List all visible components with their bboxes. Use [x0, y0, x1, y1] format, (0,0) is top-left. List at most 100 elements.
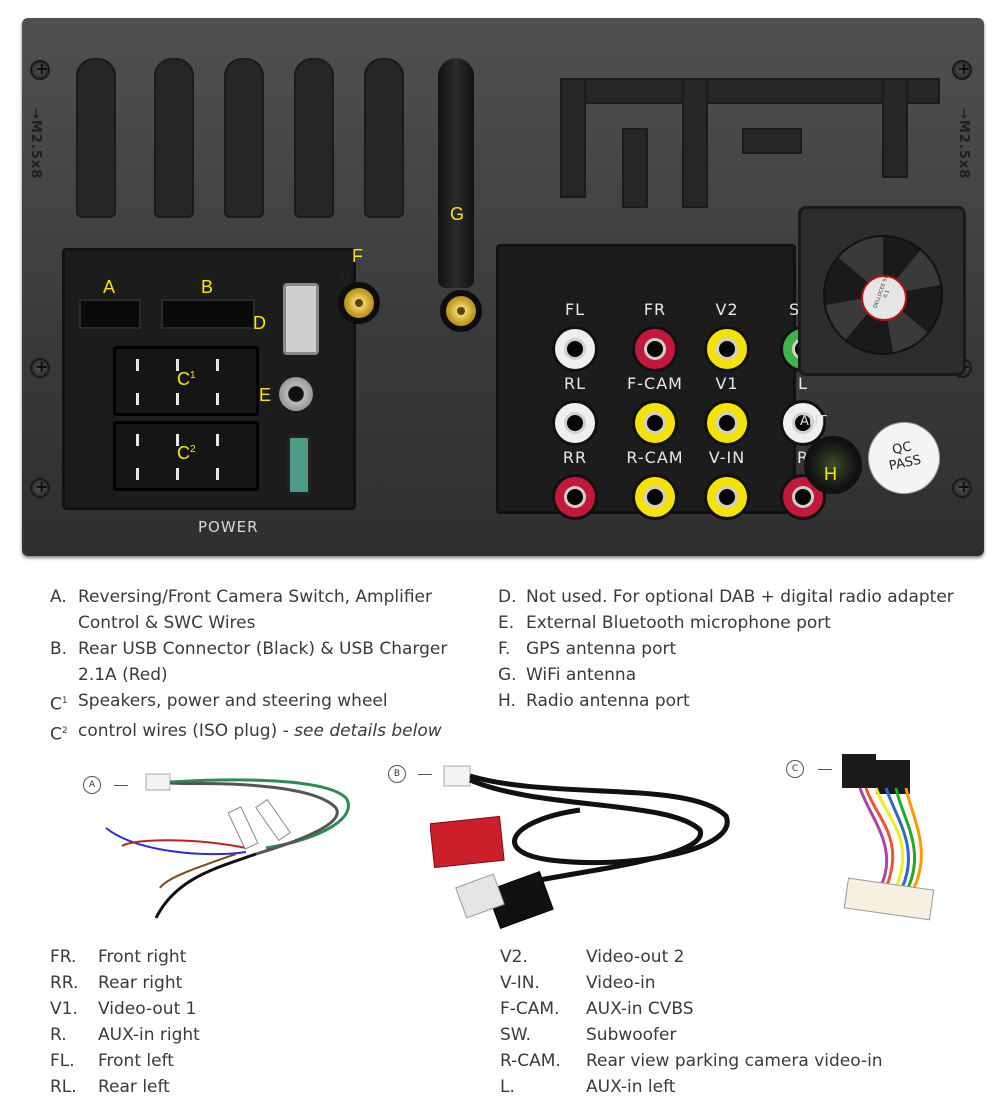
legend-row: G.WiFi antenna	[498, 662, 968, 688]
heatsink-fin	[364, 58, 404, 218]
abbreviation-meaning: Video-out 2	[586, 947, 685, 967]
legend-italic: see details below	[294, 720, 442, 741]
abbreviation-row: V-IN.Video-in	[500, 970, 980, 996]
legend-key: D.	[498, 584, 526, 610]
legend-row: D.Not used. For optional DAB + digital r…	[498, 584, 968, 610]
header-B	[161, 299, 255, 329]
heatsink-fin	[224, 58, 264, 218]
abbreviation-meaning: Front right	[98, 947, 187, 967]
abbreviation-meaning: Video-in	[586, 973, 656, 993]
screw-icon	[952, 59, 972, 80]
screw-size-text-left: →M2.5x8	[28, 108, 43, 180]
legend-row: F.GPS antenna port	[498, 636, 968, 662]
legend-right: D.Not used. For optional DAB + digital r…	[498, 584, 968, 714]
legend-key	[50, 662, 78, 688]
abbreviation-row: V2. Video-out 2	[500, 944, 980, 970]
abbreviation-code: FL.	[50, 1051, 75, 1071]
head-unit-rear-panel: →M2.5x8 →M2.5x8 G A B C1 C2 D E POWER	[22, 18, 984, 556]
abbreviation-code: R-CAM.	[500, 1051, 561, 1071]
rca-label: V1	[715, 374, 739, 393]
rca-label: F-CAM	[627, 374, 683, 393]
heatsink-maze	[742, 128, 802, 154]
legend-key-text: C	[50, 694, 62, 715]
heatsink-maze	[882, 78, 908, 178]
legend-key-text: G.	[498, 665, 517, 685]
legend-key-text: H.	[498, 691, 516, 711]
legend-row: B.Rear USB Connector (Black) & USB Charg…	[50, 636, 480, 662]
abbreviation-code: V1.	[50, 999, 78, 1019]
legend-text: Rear USB Connector (Black) & USB Charger	[78, 639, 448, 659]
label-C2: C2	[177, 443, 196, 463]
abbreviation-row: RL. Rear left	[50, 1074, 430, 1100]
fan-hub	[861, 275, 907, 321]
ant-label: ANT	[800, 414, 827, 429]
fuse	[287, 435, 311, 495]
rca-panel	[496, 244, 796, 514]
abbreviation-code: V2.	[500, 947, 528, 967]
label-E: E	[259, 385, 272, 405]
rca-label: V2	[715, 300, 739, 319]
label-G-small: G	[340, 268, 351, 284]
rca-label: RR	[562, 448, 588, 467]
legend-key-text: C	[50, 724, 62, 745]
rca-jack-v1	[704, 400, 750, 446]
rca-label: V-IN	[708, 448, 746, 467]
rca-jack-fr	[632, 326, 678, 372]
wifi-antenna	[438, 58, 474, 288]
rca-label: R	[796, 448, 810, 467]
abbreviation-row: L.AUX-in left	[500, 1074, 980, 1100]
rca-label: R-CAM	[626, 448, 684, 467]
abbreviation-row: F-CAM. AUX-in CVBS	[500, 996, 980, 1022]
abbreviation-row: FL. Front left	[50, 1048, 430, 1074]
rca-jack-r-cam	[632, 474, 678, 520]
legend-text: Radio antenna port	[526, 691, 690, 711]
rca-jack-v-in	[704, 474, 750, 520]
legend-key-text: F.	[498, 639, 511, 659]
label-F: F	[352, 246, 363, 266]
tag-dash	[114, 785, 128, 786]
legend-key: F.	[498, 636, 526, 662]
legend-row: E.External Bluetooth microphone port	[498, 610, 968, 636]
abbreviation-meaning: AUX-in right	[98, 1025, 200, 1045]
iso-harness-C-image	[842, 754, 935, 921]
abbreviation-code: R.	[50, 1025, 67, 1045]
cable-tag-circle: C	[786, 760, 804, 778]
label-D: D	[253, 313, 266, 333]
heatsink-fin	[154, 58, 194, 218]
screw-icon	[952, 477, 972, 498]
mic-jack	[279, 377, 313, 411]
abbreviation-meaning: Subwoofer	[586, 1025, 677, 1045]
radio-antenna-port	[804, 436, 862, 494]
abbreviation-meaning: AUX-in CVBS	[586, 999, 694, 1019]
wifi-antenna-port	[440, 290, 482, 332]
abbreviation-code: RL.	[50, 1077, 77, 1097]
legend-key-sup: 1	[61, 696, 68, 706]
abbreviation-row: RR.Rear right	[50, 970, 430, 996]
legend-row: 2.1A (Red)	[50, 662, 480, 688]
label-C1: C1	[177, 369, 196, 389]
legend-key: C1	[50, 688, 78, 718]
legend-key-text: A.	[50, 587, 67, 607]
rca-label: FR	[643, 300, 667, 319]
abbreviation-meaning: Rear right	[98, 973, 183, 993]
screw-icon	[30, 357, 50, 378]
abbreviation-code: F-CAM.	[500, 999, 560, 1019]
heatsink-fin	[76, 58, 116, 218]
abbreviation-row: R. AUX-in right	[50, 1022, 430, 1048]
usb-port	[283, 283, 319, 355]
legend-text: Speakers, power and steering wheel	[78, 691, 388, 711]
abbreviation-meaning: Rear view parking camera video-in	[586, 1051, 883, 1071]
header-A	[79, 299, 141, 329]
abbreviation-code: FR.	[50, 947, 77, 967]
abbreviation-row: SW.Subwoofer	[500, 1022, 980, 1048]
abbreviation-meaning: Front left	[98, 1051, 174, 1071]
abbreviation-meaning: AUX-in left	[586, 1077, 676, 1097]
legend-row: Control & SWC Wires	[50, 610, 480, 636]
legend-key: C2	[50, 718, 78, 748]
abbreviation-meaning: Rear left	[98, 1077, 170, 1097]
legend-key-text: E.	[498, 613, 515, 633]
legend-key-text: D.	[498, 587, 517, 607]
rca-label: FL	[564, 300, 586, 319]
